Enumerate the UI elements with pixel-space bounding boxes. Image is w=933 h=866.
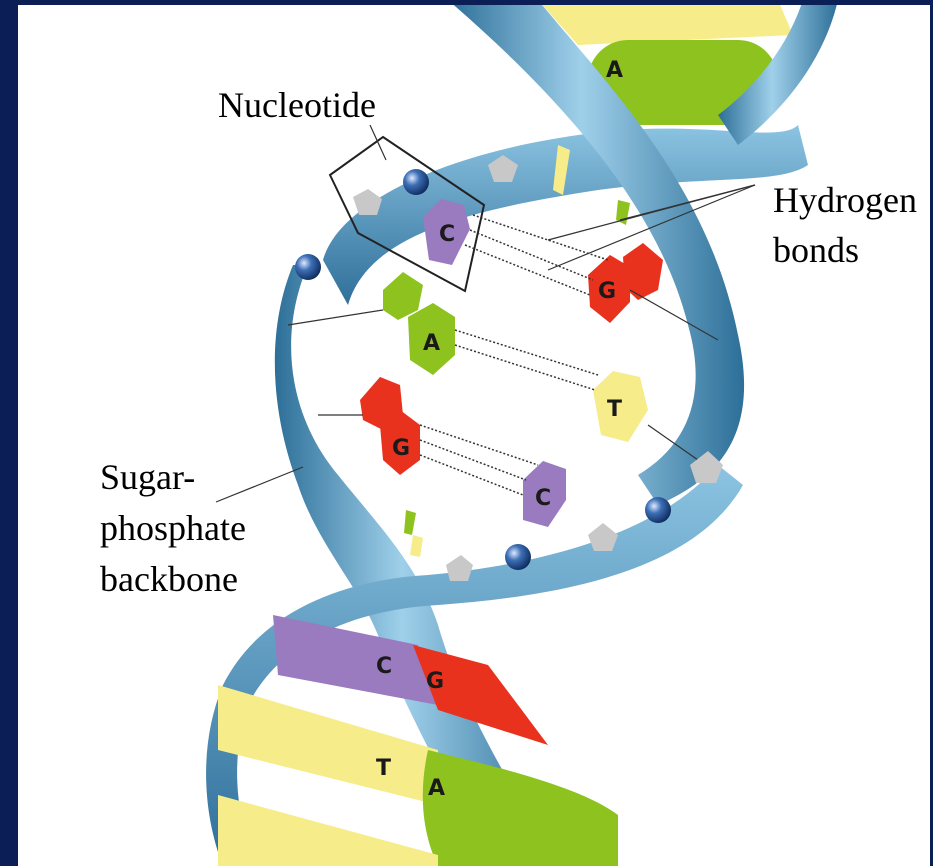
base-letter-lower-c: C (376, 654, 392, 679)
base-letter-lower-t: T (376, 756, 391, 781)
label-phosphate: phosphate (100, 508, 246, 548)
label-nucleotide: Nucleotide (218, 85, 376, 125)
base-letter-lower-a: A (428, 776, 445, 801)
phosphate-ball-1 (403, 169, 429, 195)
bottom-yellow-rung (218, 795, 438, 866)
lower-green-rung (423, 750, 618, 866)
label-backbone: backbone (100, 559, 238, 599)
diagram-panel: A C G T A (18, 5, 930, 866)
base-letter-t: T (607, 397, 622, 422)
sugar-pentagon-5 (446, 555, 473, 581)
phosphate-ball-2 (295, 254, 321, 280)
base-connector-lines (288, 290, 718, 460)
base-letter-g-upper: G (598, 279, 616, 304)
top-yellow-rung (538, 5, 793, 45)
lower-yellow-rung (218, 685, 438, 805)
sugar-pentagon-4 (588, 523, 618, 551)
label-hydrogen: Hydrogen (773, 180, 917, 220)
label-sugar: Sugar- (100, 457, 195, 497)
green-sliver-3 (410, 535, 423, 557)
base-letter-a: A (423, 331, 440, 356)
base-g-upper-ring2 (623, 243, 663, 300)
base-letter-lower-g: G (426, 669, 444, 694)
phosphate-ball-4 (505, 544, 531, 570)
green-sliver-2 (404, 510, 416, 535)
base-letter-top: A (606, 58, 623, 83)
base-letter-c-mid: C (535, 486, 551, 511)
base-letter-g-mid: G (392, 436, 410, 461)
sugar-pentagon-1 (353, 189, 382, 215)
base-letter-c-upper: C (439, 222, 455, 247)
label-bonds: bonds (773, 230, 859, 270)
dna-helix-illustration: A C G T A (18, 5, 930, 866)
phosphate-ball-3 (645, 497, 671, 523)
